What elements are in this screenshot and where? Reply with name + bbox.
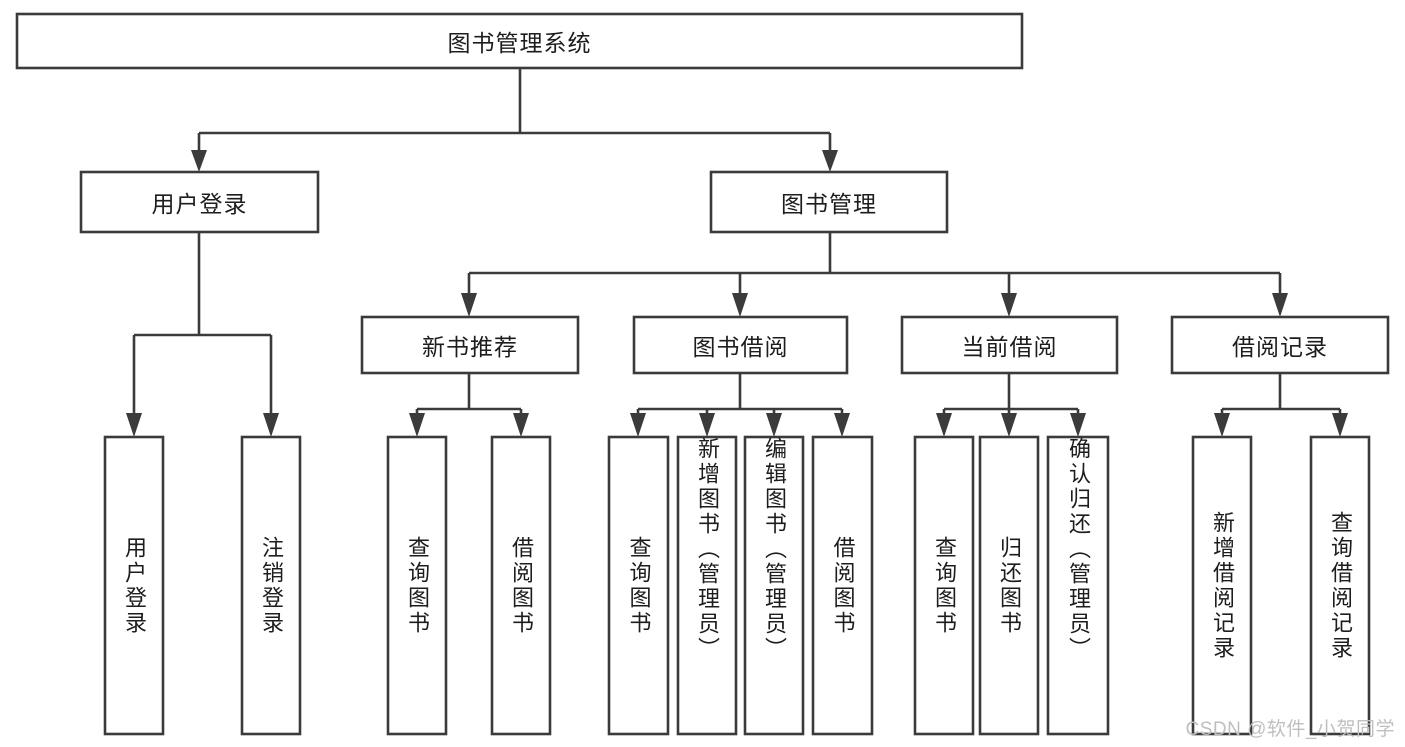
- node-box-leaf-query-book-3[interactable]: [913, 435, 975, 736]
- arrow-head-borrow-leaf-1: [630, 413, 646, 437]
- arrow-head-borrow-record: [1272, 293, 1288, 317]
- csdn-watermark: CSDN @软件_小贺同学: [1185, 719, 1395, 740]
- node-box-root[interactable]: [15, 12, 1024, 70]
- node-box-leaf-query-book-2[interactable]: [607, 435, 670, 736]
- connectors-group: [126, 68, 1348, 437]
- arrow-head-book-mgmt: [822, 150, 838, 172]
- arrow-head-borrow-leaf-3: [766, 413, 782, 437]
- arrow-head-book-borrow: [732, 293, 748, 317]
- arrow-head-new-book-rec: [461, 293, 477, 317]
- node-box-book-management[interactable]: [709, 170, 949, 234]
- node-box-book-borrow[interactable]: [632, 315, 849, 375]
- node-box-borrow-record[interactable]: [1170, 315, 1390, 375]
- node-box-leaf-query-record[interactable]: [1309, 435, 1371, 736]
- node-box-leaf-query-book-1[interactable]: [386, 435, 448, 736]
- arrow-head-leaf-logout: [263, 413, 279, 437]
- arrow-head-current-leaf-3: [1070, 413, 1086, 437]
- arrow-head-current-borrow: [1001, 293, 1017, 317]
- node-box-user-login[interactable]: [79, 170, 320, 234]
- node-box-current-borrow[interactable]: [900, 315, 1119, 375]
- arrow-head-borrow-leaf-4: [834, 413, 850, 437]
- arrow-head-newbook-leaf-1: [409, 413, 425, 437]
- arrow-head-record-leaf-2: [1332, 413, 1348, 437]
- boxes-group: [15, 12, 1390, 736]
- node-box-leaf-borrow-book-1[interactable]: [490, 435, 552, 736]
- node-box-leaf-return-book[interactable]: [978, 435, 1040, 736]
- arrow-head-leaf-user-login: [126, 413, 142, 437]
- arrow-head-newbook-leaf-2: [513, 413, 529, 437]
- node-box-leaf-edit-book[interactable]: [743, 435, 805, 736]
- arrow-head-user-login: [191, 150, 207, 172]
- arrow-head-borrow-leaf-2: [699, 413, 715, 437]
- node-box-leaf-logout[interactable]: [240, 435, 302, 736]
- node-box-leaf-confirm-return[interactable]: [1046, 435, 1110, 736]
- arrow-head-record-leaf-1: [1214, 413, 1230, 437]
- arrow-head-current-leaf-1: [936, 413, 952, 437]
- node-box-leaf-add-book[interactable]: [676, 435, 738, 736]
- node-box-leaf-add-record[interactable]: [1191, 435, 1253, 736]
- arrow-head-current-leaf-2: [1001, 413, 1017, 437]
- node-box-new-book-recommend[interactable]: [360, 315, 580, 375]
- node-box-leaf-borrow-book-2[interactable]: [811, 435, 874, 736]
- node-box-leaf-user-login[interactable]: [103, 435, 165, 736]
